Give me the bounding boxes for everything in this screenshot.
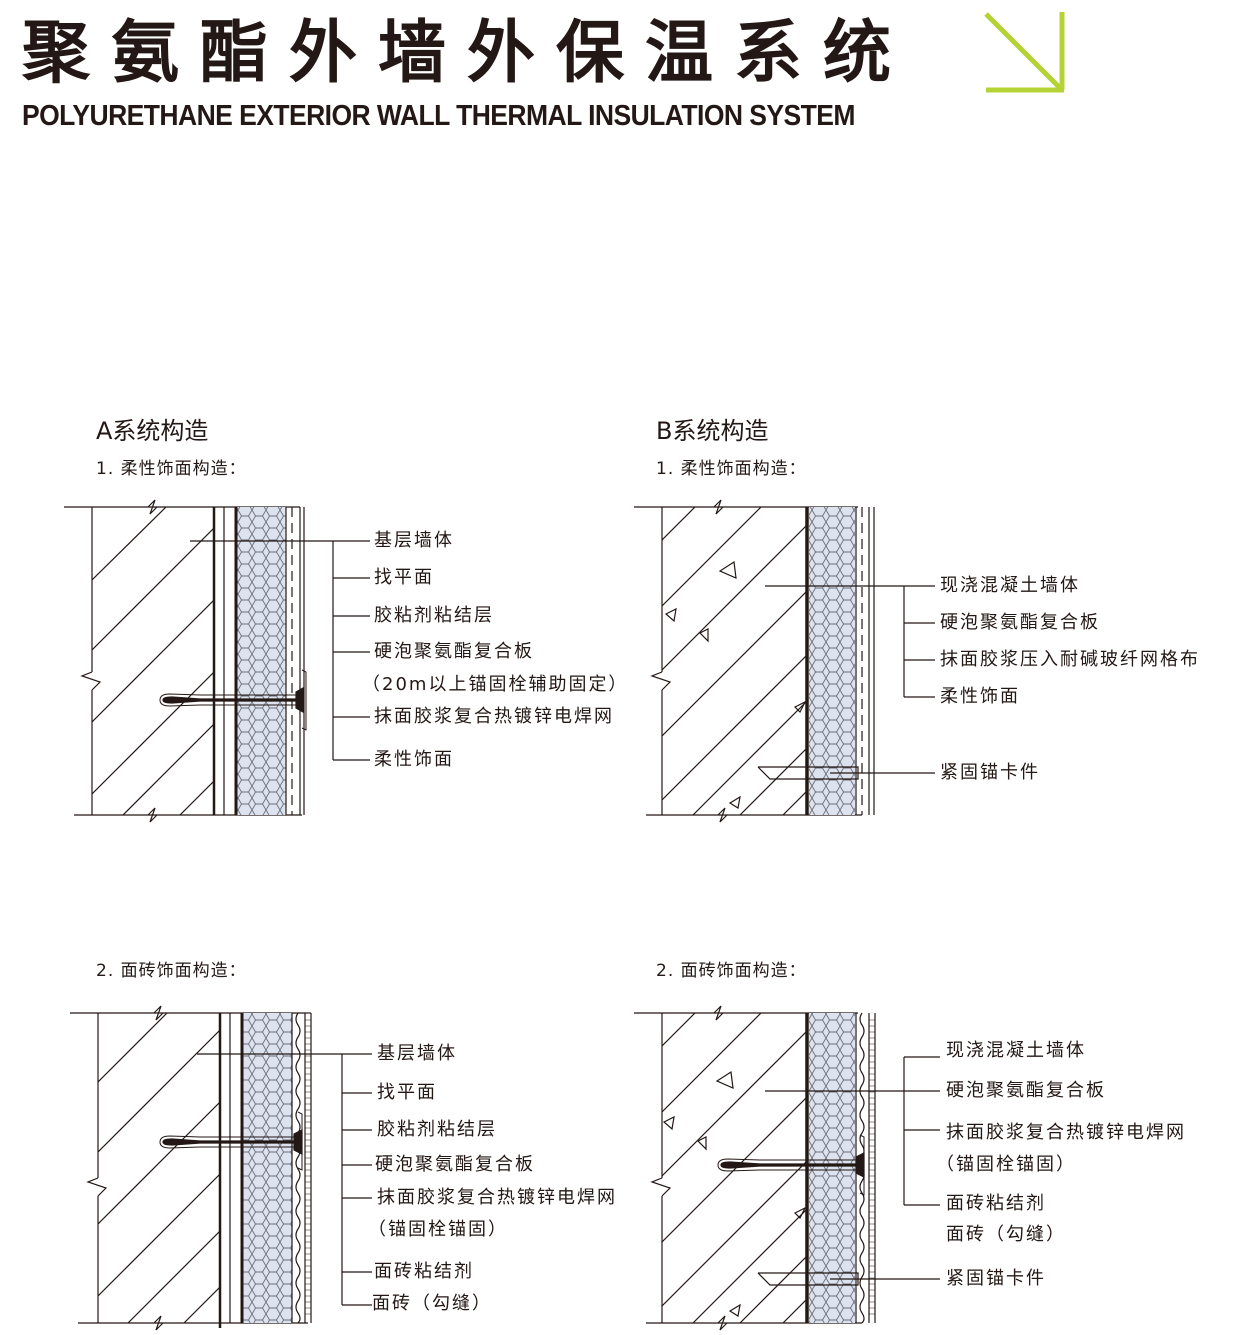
system-b-tile-subtitle: 2. 面砖饰面构造： <box>656 961 807 981</box>
b-tile-label-pu-board: 硬泡聚氨酯复合板 <box>946 1080 1106 1101</box>
system-a-flexible-subtitle: 1. 柔性饰面构造： <box>96 459 247 479</box>
drawing-b-tile <box>634 1005 940 1331</box>
a-flexible-label-mesh: 抹面胶浆复合热镀锌电焊网 <box>374 706 614 727</box>
drawing-b-flexible <box>634 499 935 823</box>
b-flexible-label-mesh: 抹面胶浆压入耐碱玻纤网格布 <box>940 649 1200 670</box>
a-tile-label-anchor-note: （锚固栓锚固） <box>368 1219 508 1240</box>
a-tile-label-base-wall: 基层墙体 <box>377 1043 457 1064</box>
a-flexible-label-anchor-note: （20m以上锚固栓辅助固定） <box>362 674 629 695</box>
a-tile-label-tile-adhesive: 面砖粘结剂 <box>374 1261 474 1282</box>
drawing-a-tile <box>70 1005 372 1331</box>
arrow-down-right-icon <box>984 12 1065 93</box>
system-b-title: B系统构造 <box>656 417 769 445</box>
b-tile-label-concrete-wall: 现浇混凝土墙体 <box>946 1040 1086 1061</box>
b-tile-label-tile-adhesive: 面砖粘结剂 <box>946 1193 1046 1214</box>
b-flexible-label-concrete-wall: 现浇混凝土墙体 <box>940 575 1080 596</box>
page-title-cn: 聚氨酯外墙外保温系统 <box>22 14 913 93</box>
b-tile-label-clip: 紧固锚卡件 <box>946 1268 1046 1289</box>
b-flexible-label-pu-board: 硬泡聚氨酯复合板 <box>940 612 1100 633</box>
b-tile-label-tile: 面砖（勾缝） <box>946 1224 1066 1245</box>
system-a-title: A系统构造 <box>96 417 209 445</box>
page-title-en: POLYURETHANE EXTERIOR WALL THERMAL INSUL… <box>22 100 856 132</box>
a-flexible-label-base-wall: 基层墙体 <box>374 530 454 551</box>
system-a-tile-subtitle: 2. 面砖饰面构造： <box>96 961 247 981</box>
b-flexible-label-finish: 柔性饰面 <box>940 686 1020 707</box>
a-flexible-label-leveling: 找平面 <box>374 567 434 588</box>
b-flexible-label-clip: 紧固锚卡件 <box>940 762 1040 783</box>
a-flexible-label-adhesive: 胶粘剂粘结层 <box>374 605 494 626</box>
a-tile-label-mesh: 抹面胶浆复合热镀锌电焊网 <box>377 1187 617 1208</box>
a-tile-label-pu-board: 硬泡聚氨酯复合板 <box>375 1154 535 1175</box>
a-tile-label-adhesive: 胶粘剂粘结层 <box>377 1119 497 1140</box>
a-flexible-label-finish: 柔性饰面 <box>374 749 454 770</box>
system-b-flexible-subtitle: 1. 柔性饰面构造： <box>656 459 807 479</box>
a-tile-label-leveling: 找平面 <box>377 1082 437 1103</box>
b-tile-label-anchor-note: （锚固栓锚固） <box>936 1154 1076 1175</box>
a-flexible-label-pu-board: 硬泡聚氨酯复合板 <box>374 641 534 662</box>
a-tile-label-tile: 面砖（勾缝） <box>372 1293 492 1314</box>
b-tile-label-mesh: 抹面胶浆复合热镀锌电焊网 <box>946 1122 1186 1143</box>
drawing-a-flexible <box>64 499 370 823</box>
